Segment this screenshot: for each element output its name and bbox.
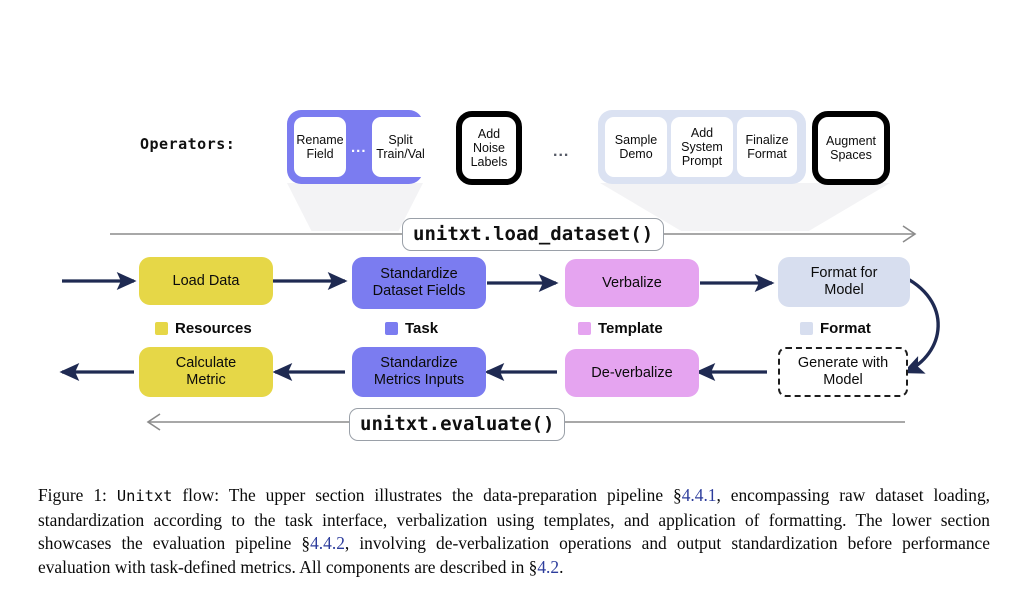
operators-mid-ellipsis: ... [553,143,570,160]
pipeline-box-de-verbalize[interactable]: De-verbalize [565,349,699,397]
operator-card-finalize-format[interactable]: Finalize Format [737,117,797,177]
operator-card-augment-spaces[interactable]: Augment Spaces [812,111,890,185]
legend-label-task: Task [405,320,439,337]
operator-card-add-noise-labels[interactable]: Add Noise Labels [456,111,522,185]
caption-prefix: Figure 1: [38,485,117,505]
operator-card-rename-field[interactable]: Rename Field [294,117,346,177]
pipeline-box-format-for-model[interactable]: Format for Model [778,257,910,307]
pipeline-box-generate-with-model[interactable]: Generate with Model [778,347,908,397]
figure-caption: Figure 1: Unitxt flow: The upper section… [38,484,990,579]
legend-swatch-format [800,322,813,335]
pipeline-box-standardize-metrics-inputs[interactable]: Standardize Metrics Inputs [352,347,486,397]
operators-label: Operators: [140,135,236,153]
api-call-evaluate: unitxt.evaluate() [349,408,566,441]
legend-item-template: Template [578,320,663,337]
operator-group-format: Sample Demo Add System Prompt Finalize F… [598,110,806,184]
caption-part1: flow: The upper section illustrates the … [172,485,682,505]
funnel-shade-left [287,183,423,231]
operator-card-split-train-val[interactable]: Split Train/Val [371,117,430,177]
legend-item-resources: Resources [155,320,252,337]
legend-label-template: Template [598,320,663,337]
caption-mono-name: Unitxt [116,487,173,505]
caption-ref-441[interactable]: 4.4.1 [681,485,717,505]
operator-card-add-system-prompt[interactable]: Add System Prompt [671,117,733,177]
legend-label-resources: Resources [175,320,252,337]
legend-swatch-template [578,322,591,335]
pipeline-box-standardize-dataset-fields[interactable]: Standardize Dataset Fields [352,257,486,309]
legend-item-format: Format [800,320,871,337]
api-call-load-dataset: unitxt.load_dataset() [402,218,665,251]
caption-ref-442[interactable]: 4.4.2 [310,533,345,553]
legend-swatch-task [385,322,398,335]
figure-unitxt-flow: Operators: Rename Field ... Split Train/… [59,110,940,441]
legend-item-task: Task [385,320,438,337]
operator-group-task: Rename Field ... Split Train/Val [287,110,430,184]
caption-part3: , involving de-verbalization operations … [38,533,990,577]
legend-label-format: Format [820,320,871,337]
operator-card-sample-demo[interactable]: Sample Demo [605,117,667,177]
legend-swatch-resources [155,322,168,335]
caption-ref-42[interactable]: 4.2 [537,556,560,577]
caption-part2: , encompassing raw dataset loading, stan… [38,485,990,553]
caption-part4: . [559,556,564,577]
operator-group-separator: ... [351,138,367,156]
pipeline-box-calculate-metric[interactable]: Calculate Metric [139,347,273,397]
pipeline-box-load-data[interactable]: Load Data [139,257,273,305]
pipeline-box-verbalize[interactable]: Verbalize [565,259,699,307]
